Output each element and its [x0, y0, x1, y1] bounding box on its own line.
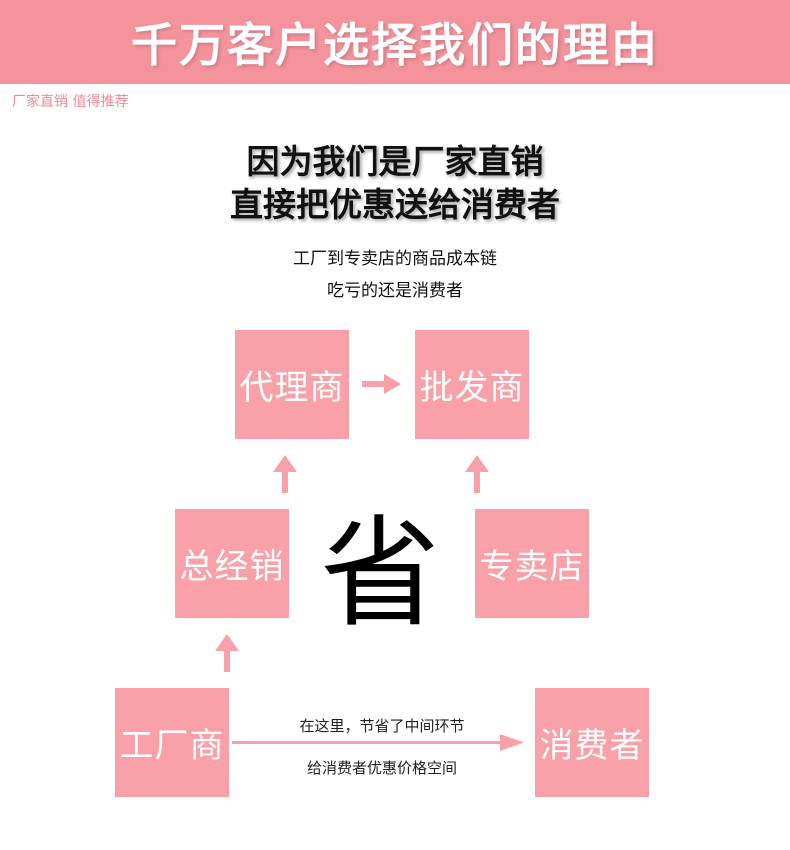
save-character: 省: [320, 505, 440, 644]
box-wholesaler-label: 批发商: [419, 368, 525, 408]
box-store: 专卖店: [475, 509, 589, 618]
tagline: 厂家直销 值得推荐: [12, 94, 129, 110]
box-factory: 工厂商: [115, 688, 229, 797]
box-agent: 代理商: [235, 330, 349, 439]
arrow-right-icon: [362, 374, 401, 394]
box-distributor: 总经销: [175, 509, 289, 618]
banner-title: 千万客户选择我们的理由: [131, 18, 659, 72]
box-factory-label: 工厂商: [119, 726, 225, 766]
box-wholesaler: 批发商: [415, 330, 529, 439]
box-consumer: 消费者: [535, 688, 649, 797]
box-store-label: 专卖店: [479, 547, 585, 587]
box-consumer-label: 消费者: [539, 726, 645, 766]
direct-note-line-1: 在这里，节省了中间环节: [299, 717, 465, 735]
arrow-up-icon: [215, 634, 239, 672]
box-agent-label: 代理商: [239, 368, 345, 408]
description-line-2: 吃亏的还是消费者: [327, 281, 463, 301]
direct-note-line-2: 给消费者优惠价格空间: [306, 759, 457, 777]
headline-line-1: 因为我们是厂家直销: [246, 142, 544, 181]
arrow-up-icon: [273, 455, 297, 493]
arrow-up-icon: [465, 455, 489, 493]
description-line-1: 工厂到专卖店的商品成本链: [293, 249, 497, 269]
box-distributor-label: 总经销: [179, 547, 285, 587]
arrow-right-icon: [232, 734, 524, 751]
header-banner: 千万客户选择我们的理由: [0, 0, 790, 84]
headline-line-2: 直接把优惠送给消费者: [230, 185, 560, 224]
